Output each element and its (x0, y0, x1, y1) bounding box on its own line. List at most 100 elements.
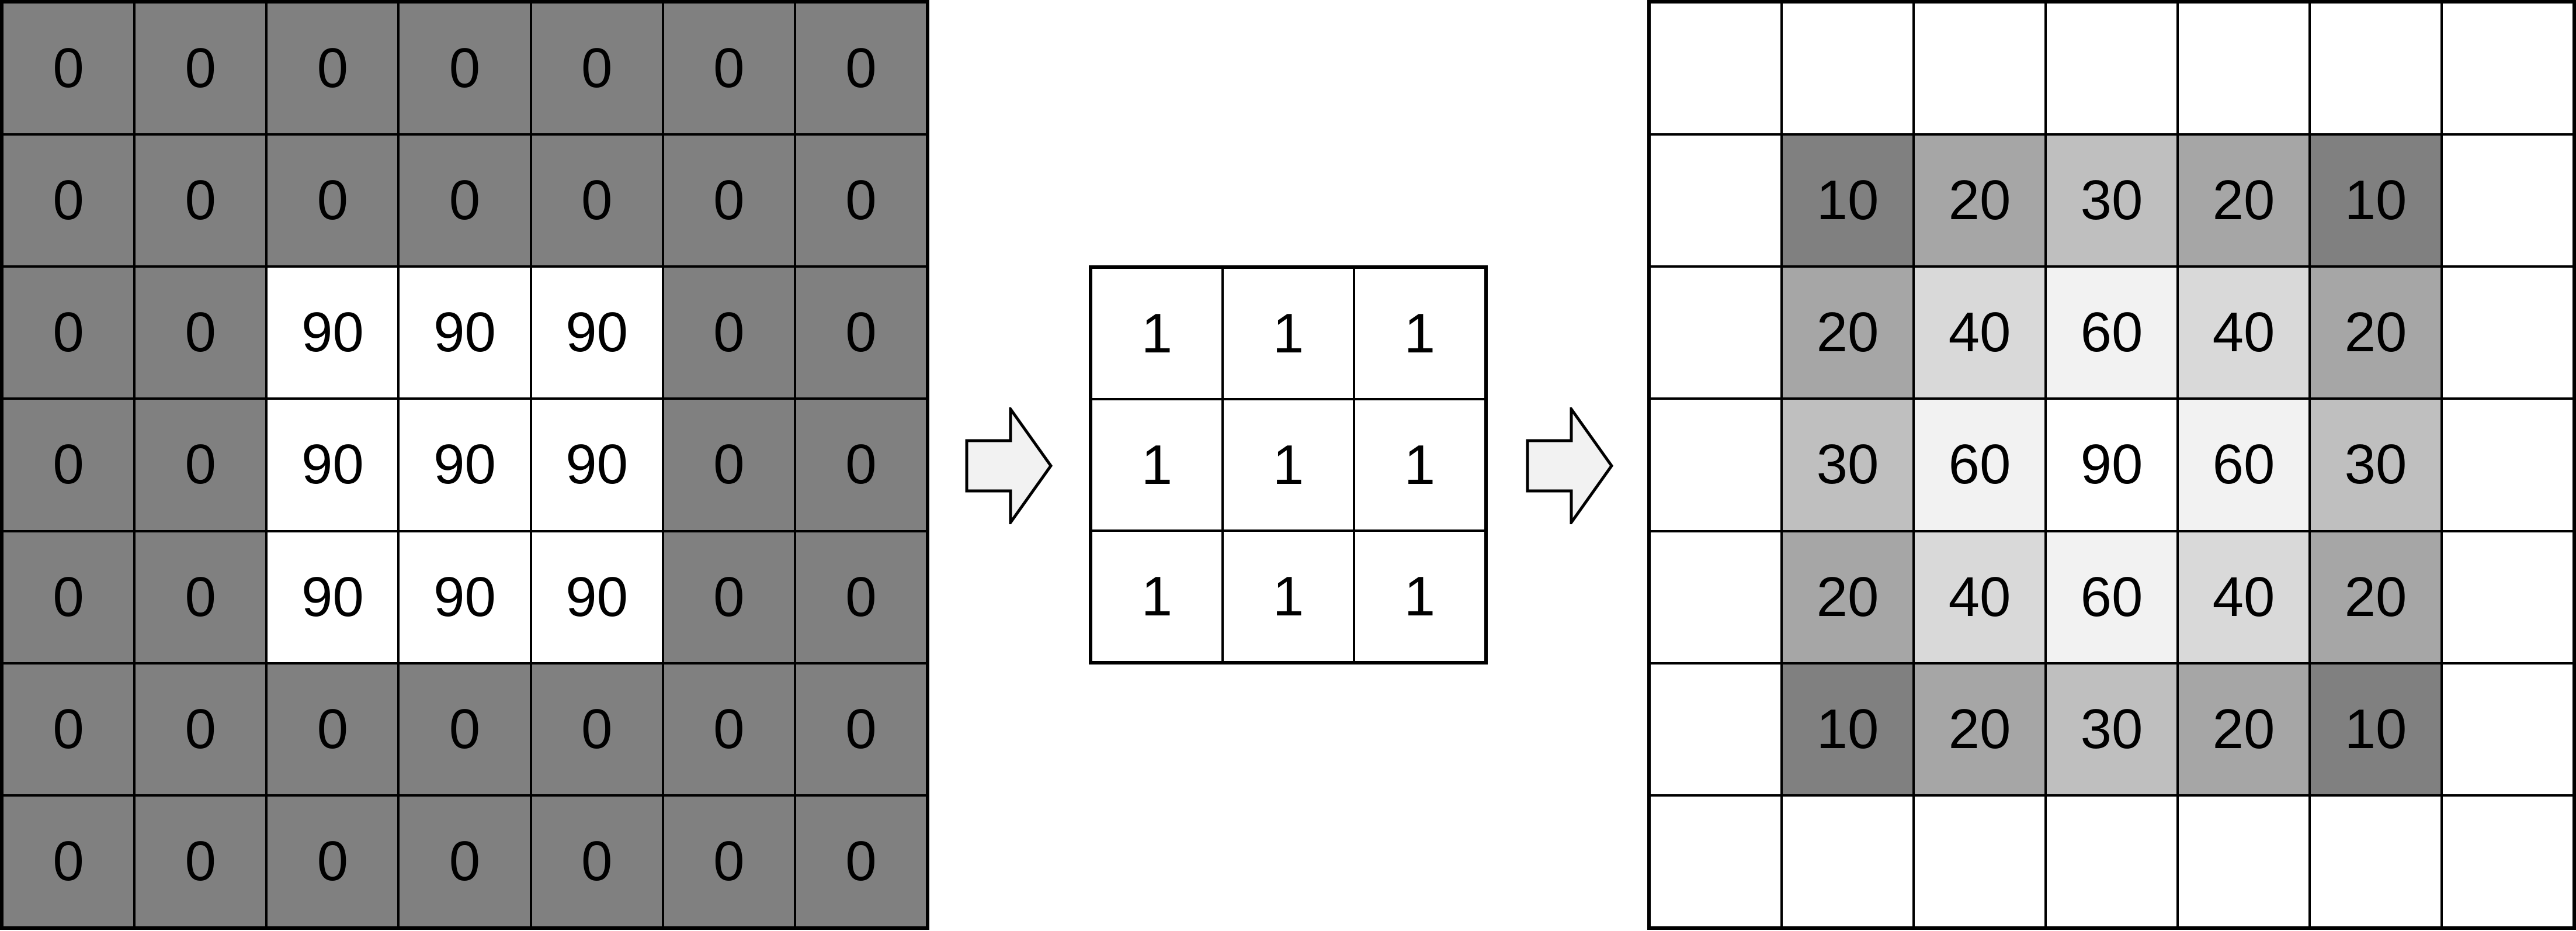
output-grid-cell: 40 (2179, 532, 2308, 662)
output-grid-cell (1783, 4, 1912, 134)
kernel-grid-cell: 1 (1224, 269, 1353, 398)
input-grid-cell: 0 (4, 136, 134, 266)
output-grid-cell (2311, 796, 2440, 926)
input-grid-cell: 90 (532, 532, 662, 662)
input-grid-cell: 0 (664, 664, 794, 794)
output-grid-cell (1651, 400, 1780, 530)
input-grid-cell: 0 (664, 400, 794, 530)
input-grid-cell: 0 (796, 664, 926, 794)
input-grid-cell: 0 (796, 796, 926, 926)
kernel-grid-cell: 1 (1224, 400, 1353, 529)
output-grid-cell: 10 (2311, 664, 2440, 794)
output-grid-cell (1915, 4, 2044, 134)
kernel-grid-cell: 1 (1355, 400, 1484, 529)
input-grid-cell: 0 (664, 796, 794, 926)
output-grid-cell: 90 (2047, 400, 2176, 530)
output-grid-cell (2443, 136, 2572, 266)
input-grid-cell: 0 (532, 664, 662, 794)
output-grid-cell (1651, 268, 1780, 398)
input-grid-cell: 0 (136, 4, 266, 134)
input-grid-cell: 0 (4, 268, 134, 398)
input-grid-cell: 0 (400, 664, 530, 794)
kernel-grid-cell: 1 (1355, 269, 1484, 398)
kernel-grid-cell: 1 (1092, 532, 1221, 661)
output-grid-cell: 30 (2311, 400, 2440, 530)
input-grid-cell: 90 (400, 532, 530, 662)
input-grid-cell: 90 (268, 532, 398, 662)
input-grid-cell: 0 (136, 268, 266, 398)
input-grid-cell: 0 (796, 532, 926, 662)
output-grid-cell: 40 (1915, 532, 2044, 662)
input-grid-cell: 0 (400, 136, 530, 266)
output-grid-cell (2443, 532, 2572, 662)
input-grid-cell: 0 (532, 136, 662, 266)
output-grid-cell (1651, 136, 1780, 266)
output-grid-cell: 40 (1915, 268, 2044, 398)
output-grid-cell: 20 (1783, 268, 1912, 398)
output-grid-cell (2047, 796, 2176, 926)
input-grid-cell: 0 (532, 796, 662, 926)
output-grid-cell: 20 (1783, 532, 1912, 662)
output-grid-cell: 30 (2047, 664, 2176, 794)
input-grid-cell: 0 (268, 664, 398, 794)
input-grid-cell: 90 (268, 400, 398, 530)
input-grid-cell: 0 (532, 4, 662, 134)
output-grid-cell (1651, 4, 1780, 134)
input-grid-cell: 0 (268, 136, 398, 266)
kernel-grid-cell: 1 (1355, 532, 1484, 661)
output-grid-cell (1783, 796, 1912, 926)
output-grid-cell (2443, 664, 2572, 794)
kernel-grid-cell: 1 (1224, 532, 1353, 661)
output-grid-cell: 30 (2047, 136, 2176, 266)
output-grid-cell: 10 (1783, 664, 1912, 794)
input-grid-cell: 90 (400, 268, 530, 398)
output-grid-cell: 20 (2179, 136, 2308, 266)
input-grid-cell: 0 (664, 532, 794, 662)
output-grid-cell (1915, 796, 2044, 926)
output-grid-cell (1651, 796, 1780, 926)
input-grid-cell: 0 (136, 136, 266, 266)
input-grid-cell: 0 (4, 532, 134, 662)
input-grid-cell: 0 (796, 400, 926, 530)
kernel-grid-cell: 1 (1092, 269, 1221, 398)
output-grid-cell (2179, 796, 2308, 926)
input-grid-cell: 0 (796, 4, 926, 134)
output-grid-cell: 20 (1915, 136, 2044, 266)
kernel-grid-cell: 1 (1092, 400, 1221, 529)
input-grid-cell: 0 (400, 4, 530, 134)
input-grid-cell: 90 (532, 400, 662, 530)
output-grid-cell (2443, 400, 2572, 530)
output-grid-cell: 60 (2047, 532, 2176, 662)
input-grid-cell: 0 (4, 664, 134, 794)
input-grid-cell: 90 (400, 400, 530, 530)
input-grid-cell: 0 (400, 796, 530, 926)
output-grid-cell: 40 (2179, 268, 2308, 398)
input-grid-cell: 0 (268, 796, 398, 926)
output-grid-cell (1651, 664, 1780, 794)
output-grid-cell: 60 (2047, 268, 2176, 398)
input-grid-cell: 0 (136, 664, 266, 794)
input-grid-cell: 0 (136, 796, 266, 926)
right-arrow-icon (965, 407, 1053, 524)
output-grid-cell (2179, 4, 2308, 134)
input-grid-cell: 0 (664, 268, 794, 398)
input-grid-cell: 0 (4, 796, 134, 926)
output-grid-cell: 10 (1783, 136, 1912, 266)
output-grid-cell (2443, 268, 2572, 398)
output-grid-cell: 20 (2311, 268, 2440, 398)
input-grid-cell: 0 (664, 136, 794, 266)
output-grid-cell: 20 (1915, 664, 2044, 794)
output-grid-cell: 60 (1915, 400, 2044, 530)
output-grid-cell (2443, 4, 2572, 134)
input-grid-cell: 0 (4, 4, 134, 134)
input-grid-cell: 0 (664, 4, 794, 134)
input-grid-cell: 90 (532, 268, 662, 398)
input-grid-cell: 0 (136, 532, 266, 662)
output-grid-cell: 30 (1783, 400, 1912, 530)
output-grid-cell: 60 (2179, 400, 2308, 530)
output-grid-cell (2443, 796, 2572, 926)
input-grid-cell: 0 (136, 400, 266, 530)
input-grid-cell: 0 (4, 400, 134, 530)
